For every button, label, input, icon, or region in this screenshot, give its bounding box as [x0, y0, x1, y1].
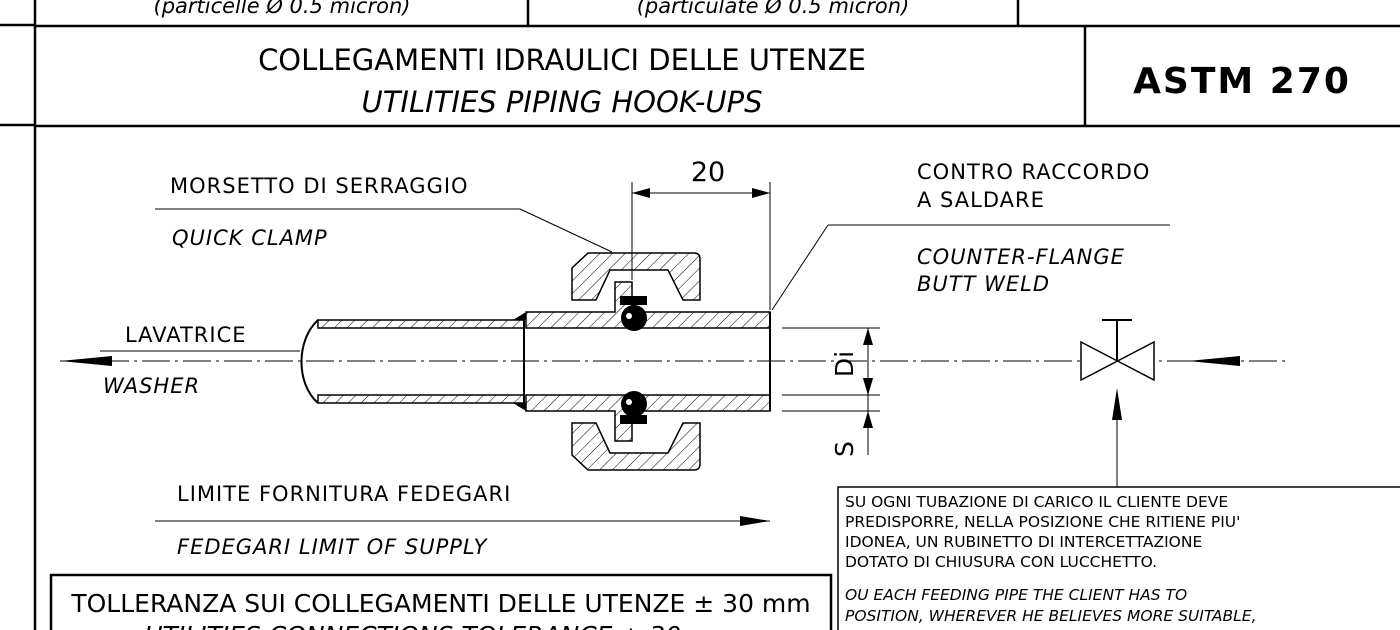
title-english: UTILITIES PIPING HOOK-UPS [361, 85, 762, 119]
counterflange-label-italian-2: A SALDARE [917, 188, 1045, 212]
customer-note-box [837, 486, 1400, 630]
gasket [620, 296, 647, 424]
washer-pipe [300, 312, 526, 411]
dimension-20 [631, 182, 771, 310]
clamp-leader [155, 208, 613, 253]
standard-code: ASTM 270 [1133, 61, 1351, 102]
note-english-line-2: POSITION, WHEREVER HE BELIEVES MORE SUIT… [845, 607, 1257, 625]
dimension-20-label: 20 [691, 157, 725, 188]
header-middle-text: (particulate Ø 0.5 micron) [637, 0, 910, 18]
washer-label-english: WASHER [103, 374, 200, 398]
clamp-label-english: QUICK CLAMP [172, 226, 328, 250]
diameter-dimension [782, 327, 880, 455]
clamp-label-italian: MORSETTO DI SERRAGGIO [170, 174, 469, 198]
note-english-line-1: OU EACH FEEDING PIPE THE CLIENT HAS TO [845, 586, 1187, 604]
note-italian-line-2: PREDISPORRE, NELLA POSIZIONE CHE RITIENE… [845, 513, 1240, 531]
tolerance-box [49, 573, 833, 630]
quick-clamp [571, 252, 701, 471]
note-italian-line-3: IDONEA, UN RUBINETTO DI INTERCETTAZIONE [845, 533, 1202, 551]
di-label: Di [830, 351, 859, 377]
note-italian-line-1: SU OGNI TUBAZIONE DI CARICO IL CLIENTE D… [845, 493, 1228, 511]
counterflange-label-english-2: BUTT WELD [917, 272, 1050, 296]
washer-label-italian: LAVATRICE [125, 323, 247, 347]
limit-label-english: FEDEGARI LIMIT OF SUPPLY [177, 535, 489, 559]
limit-label-italian: LIMITE FORNITURA FEDEGARI [177, 482, 511, 506]
tolerance-italian: TOLLERANZA SUI COLLEGAMENTI DELLE UTENZE… [70, 589, 810, 618]
header-left-text: (particelle Ø 0.5 micron) [154, 0, 411, 18]
title-italian: COLLEGAMENTI IDRAULICI DELLE UTENZE [258, 43, 866, 77]
counterflange-label-italian-1: CONTRO RACCORDO [917, 160, 1150, 184]
shutoff-valve-icon [1080, 319, 1155, 487]
limit-of-supply-line [155, 516, 770, 526]
counterflange-leader [771, 224, 1170, 311]
s-label: S [830, 441, 859, 457]
counterflange-label-english-1: COUNTER-FLANGE [917, 245, 1125, 269]
tolerance-english: UTILITIES CONNECTIONS TOLERANCE ± 30 mm [144, 621, 738, 630]
note-italian-line-4: DOTATO DI CHIUSURA CON LUCCHETTO. [845, 553, 1157, 571]
